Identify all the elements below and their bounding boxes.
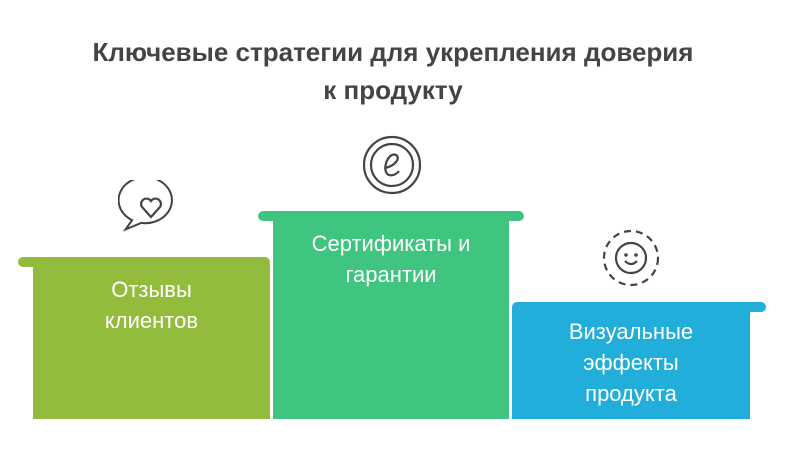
step-reviews-label: Отзывы клиентов — [33, 274, 270, 336]
label-line: Отзывы — [111, 277, 192, 302]
label-line: продукта — [585, 381, 677, 406]
label-line: эффекты — [583, 350, 679, 375]
title-line-2: к продукту — [323, 75, 463, 105]
chat-heart-icon — [118, 180, 173, 232]
label-line: Визуальные — [568, 319, 694, 344]
title-line-1: Ключевые стратегии для укрепления довери… — [92, 37, 694, 67]
label-line: клиентов — [104, 308, 199, 333]
step-reviews-lip — [18, 257, 270, 267]
step-certificates-lip — [258, 211, 524, 221]
label-line: Сертификаты и — [311, 231, 471, 256]
smiley-face-icon — [602, 229, 660, 287]
step-certificates — [273, 218, 509, 419]
step-visuals — [512, 308, 750, 419]
step-visuals-lip — [512, 302, 766, 312]
label-line: гарантии — [345, 262, 437, 287]
certificate-seal-icon — [362, 135, 422, 195]
step-visuals-label: Визуальные эффекты продукта — [512, 316, 750, 409]
step-reviews — [33, 264, 270, 419]
step-certificates-label: Сертификаты и гарантии — [273, 228, 509, 290]
page-title: Ключевые стратегии для укрепления довери… — [0, 33, 786, 109]
